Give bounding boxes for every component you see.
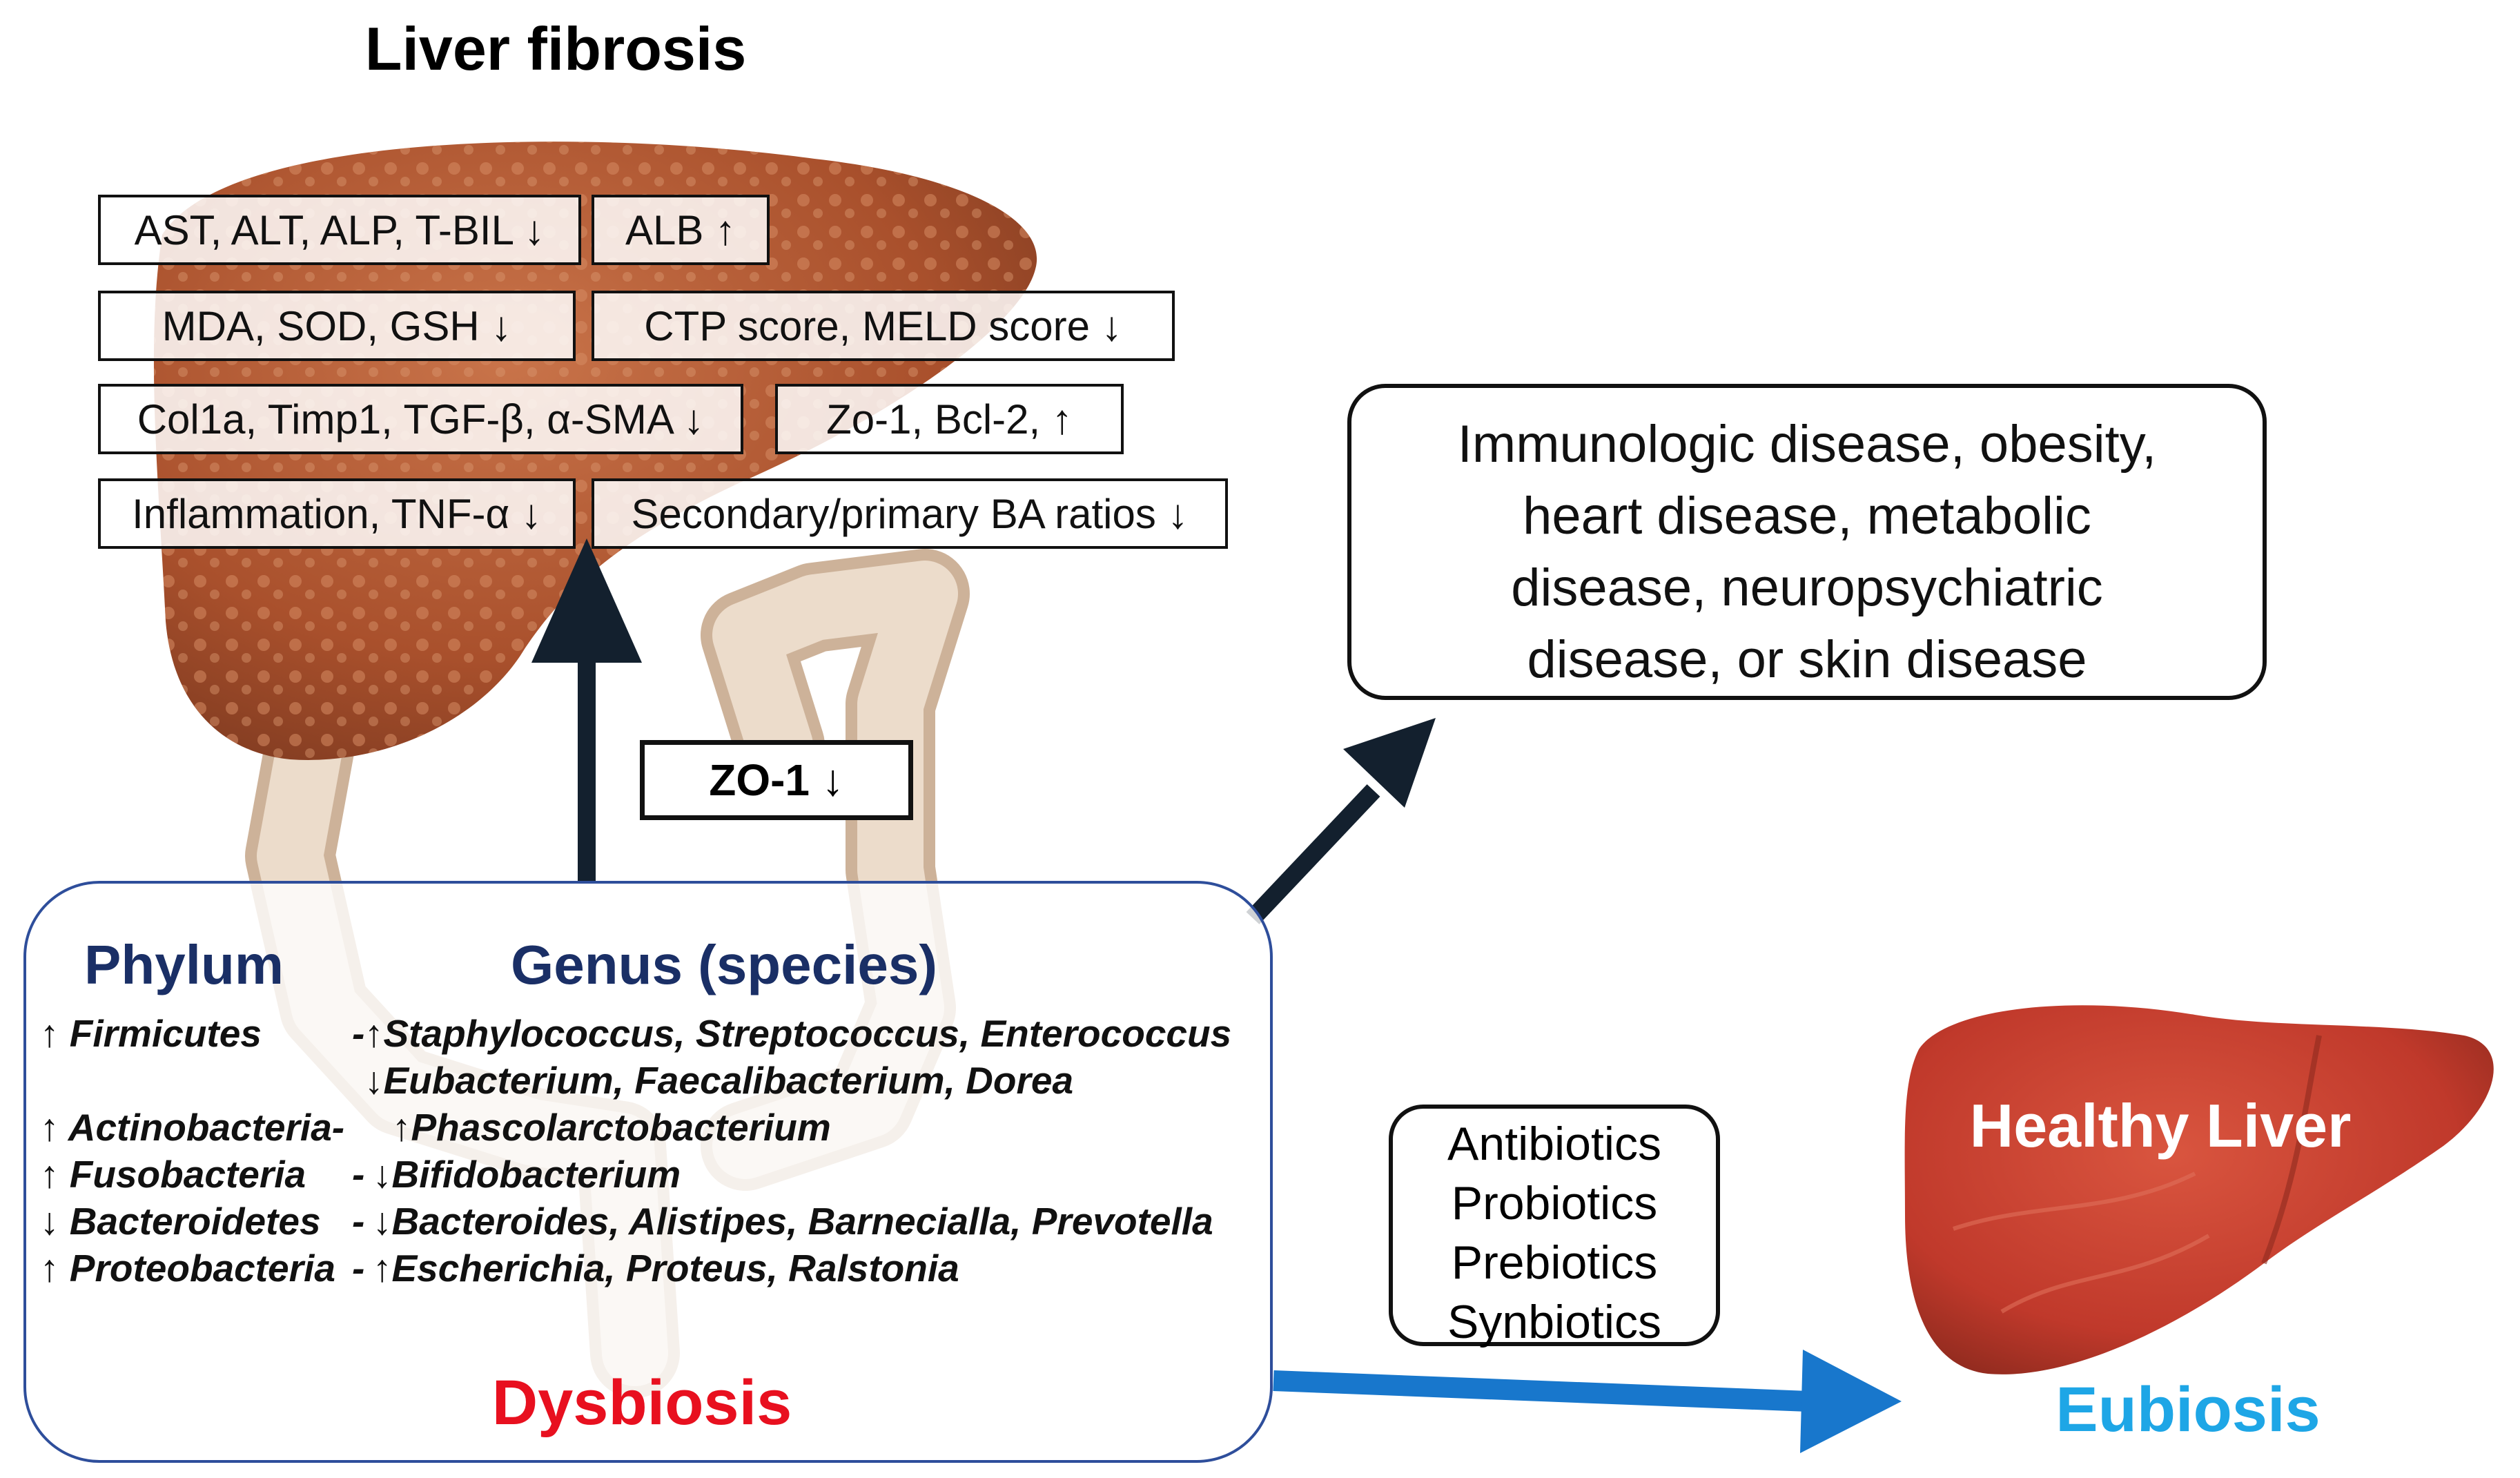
eubiosis-label: Eubiosis xyxy=(2055,1374,2321,1445)
marker-box-clinical-scores: CTP score, MELD score ↓ xyxy=(592,291,1175,361)
page-title: Liver fibrosis xyxy=(364,14,747,83)
treatment-prebiotics: Prebiotics xyxy=(1451,1236,1658,1289)
arrow-dysbiosis-to-diseases xyxy=(1246,718,1436,924)
dysbiosis-panel xyxy=(23,881,1273,1463)
treatment-probiotics: Probiotics xyxy=(1451,1177,1658,1229)
marker-box-liver-enzymes: AST, ALT, ALP, T-BIL ↓ xyxy=(98,195,581,265)
healthy-liver-label: Healthy Liver xyxy=(1969,1091,2352,1160)
phylum-row-3: ↑ Actinobacteria- xyxy=(40,1106,345,1149)
genus-row-4: ↓Bifidobacterium xyxy=(373,1153,681,1196)
dysbiosis-label: Dysbiosis xyxy=(491,1368,792,1438)
disease-box: Immunologic disease, obesity, heart dise… xyxy=(1347,384,2267,700)
phylum-row-1: ↑ Firmicutes xyxy=(40,1012,262,1055)
treatment-box: Antibiotics Probiotics Prebiotics Synbio… xyxy=(1389,1105,1720,1348)
genus-row-1: ↑Staphylococcus, Streptococcus, Enteroco… xyxy=(364,1012,1232,1055)
genus-row-6: ↑Escherichia, Proteus, Ralstonia xyxy=(373,1247,959,1290)
marker-box-albumin: ALB ↑ xyxy=(592,195,770,265)
healthy-liver xyxy=(1904,1005,2494,1374)
disease-line: heart disease, metabolic xyxy=(1523,487,2091,545)
disease-line: disease, neuropsychiatric xyxy=(1511,558,2103,617)
separator: - xyxy=(352,1200,365,1243)
marker-box-fibrosis-genes: Col1a, Timp1, TGF-β, α-SMA ↓ xyxy=(98,384,743,454)
separator: - xyxy=(352,1247,365,1290)
disease-line: disease, or skin disease xyxy=(1527,630,2087,689)
zo1-box: ZO-1 ↓ xyxy=(640,740,913,820)
separator: - xyxy=(352,1012,365,1055)
marker-box-oxidative-stress: MDA, SOD, GSH ↓ xyxy=(98,291,576,361)
phylum-header: Phylum xyxy=(84,934,284,995)
marker-box-barrier-proteins: Zo-1, Bcl-2, ↑ xyxy=(775,384,1124,454)
genus-header: Genus (species) xyxy=(511,934,938,995)
arrow-dysbiosis-to-eubiosis xyxy=(1273,1350,1902,1453)
marker-box-inflammation: Inflammation, TNF-α ↓ xyxy=(98,478,576,549)
treatment-synbiotics: Synbiotics xyxy=(1447,1296,1661,1348)
genus-row-2: ↓Eubacterium, Faecalibacterium, Dorea xyxy=(364,1059,1074,1102)
arrow-dysbiosis-to-liver xyxy=(531,538,642,884)
separator: - xyxy=(352,1153,365,1196)
genus-row-3: ↑Phascolarctobacterium xyxy=(392,1106,831,1149)
phylum-row-6: ↑ Proteobacteria xyxy=(40,1247,335,1290)
phylum-row-5: ↓ Bacteroidetes xyxy=(40,1200,321,1243)
genus-row-5: ↓Bacteroides, Alistipes, Barnecialla, Pr… xyxy=(373,1200,1213,1243)
disease-line: Immunologic disease, obesity, xyxy=(1457,415,2157,474)
phylum-row-4: ↑ Fusobacteria xyxy=(40,1153,306,1196)
marker-box-bile-acid-ratios: Secondary/primary BA ratios ↓ xyxy=(592,478,1228,549)
treatment-antibiotics: Antibiotics xyxy=(1447,1118,1661,1170)
